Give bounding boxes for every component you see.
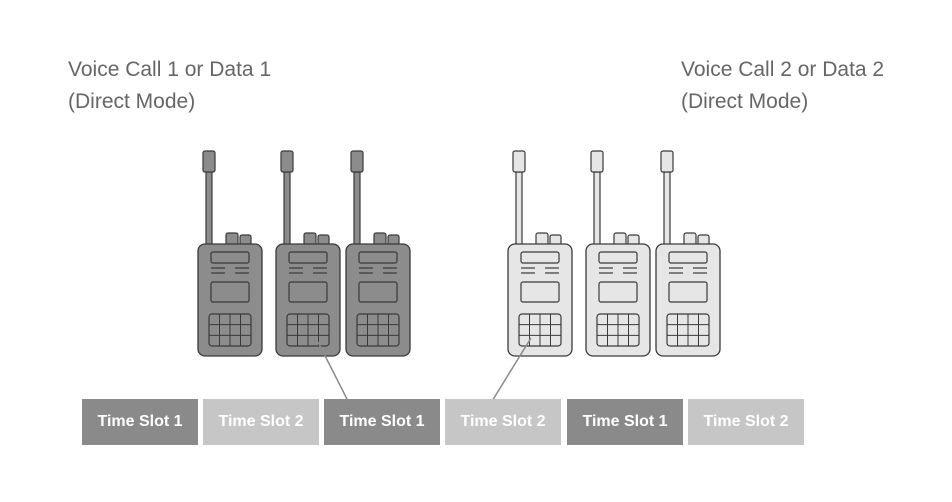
walkie-talkie-icon-group1-1	[197, 150, 263, 357]
connector-line-group2	[488, 337, 532, 407]
group-2-heading: Voice Call 2 or Data 2 (Direct Mode)	[681, 54, 884, 118]
time-slot-2-c: Time Slot 2	[688, 399, 804, 445]
group-1-mode: (Direct Mode)	[68, 90, 196, 113]
time-slot-2-a: Time Slot 2	[203, 399, 319, 445]
walkie-talkie-icon-group2-1	[507, 150, 573, 357]
time-slot-2-b: Time Slot 2	[445, 399, 561, 445]
walkie-talkie-icon-group1-2	[275, 150, 341, 357]
group-2-mode: (Direct Mode)	[681, 90, 809, 113]
group-1-title: Voice Call 1 or Data 1	[68, 58, 272, 81]
walkie-talkie-icon-group2-2	[585, 150, 651, 357]
time-slot-1-c: Time Slot 1	[567, 399, 683, 445]
group-1-heading: Voice Call 1 or Data 1 (Direct Mode)	[68, 54, 271, 118]
group-2-title: Voice Call 2 or Data 2	[681, 58, 885, 81]
walkie-talkie-icon-group1-3	[345, 150, 411, 357]
walkie-talkie-icon-group2-3	[655, 150, 721, 357]
connector-line-group1	[317, 341, 348, 400]
time-slot-1-b: Time Slot 1	[324, 399, 440, 445]
time-slot-1-a: Time Slot 1	[82, 399, 198, 445]
